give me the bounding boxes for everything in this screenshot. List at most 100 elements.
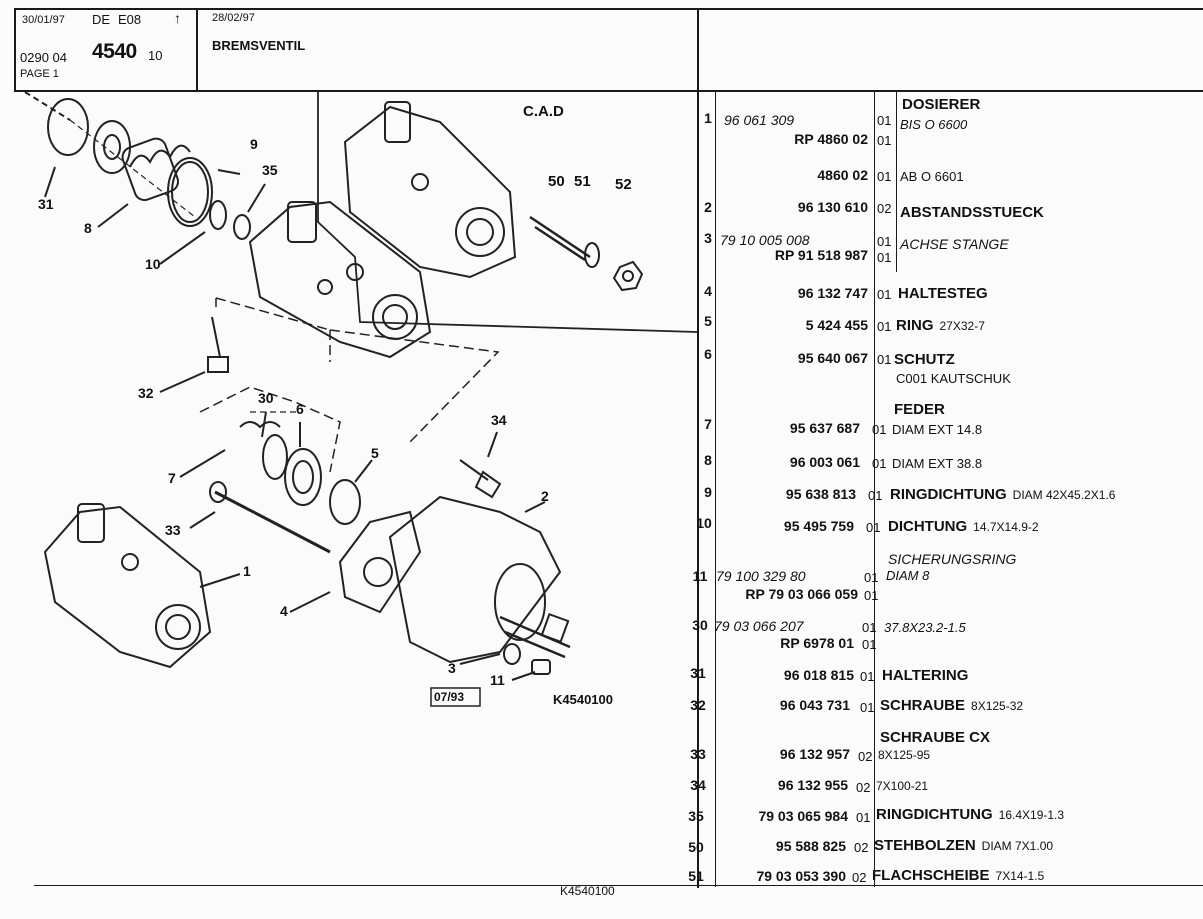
callout-50: 50 (548, 173, 565, 190)
part-31-shape (47, 98, 89, 156)
col-rule-desc (896, 92, 897, 272)
callout-34: 34 (491, 412, 507, 428)
callout-11: 11 (490, 672, 505, 688)
part-num: 4 (704, 283, 712, 299)
part-qty: 01 (862, 637, 877, 652)
part-num: 9 (704, 484, 712, 500)
part-qty: 01 (877, 250, 892, 265)
part-qty: 01 (877, 352, 892, 367)
header-ref-suffix: 10 (148, 48, 163, 63)
callout-8: 8 (84, 220, 92, 236)
part-desc-main: RINGDICHTUNG (876, 806, 993, 823)
marker-icon: ↑ (174, 10, 181, 26)
callout-52: 52 (615, 176, 632, 193)
part-desc: C001 KAUTSCHUK (896, 371, 1011, 386)
part-desc-main: FLACHSCHEIBE (872, 867, 990, 884)
part-number: 4860 02 (817, 167, 868, 183)
part-desc: ACHSE STANGE (900, 236, 1009, 252)
part-desc: FEDER (894, 401, 945, 418)
header-page: PAGE 1 (20, 68, 59, 80)
part-qty: 01 (860, 700, 875, 715)
part-desc: DIAM EXT 38.8 (892, 456, 983, 471)
callout-33: 33 (165, 522, 181, 538)
date-box: 07/93 (434, 690, 465, 704)
part-number: 5 424 455 (805, 317, 868, 333)
part-num: 33 (690, 746, 706, 762)
part-number: RP 6978 01 (780, 635, 854, 651)
part-number: 95 640 067 (797, 350, 868, 366)
header-bottom-rule-right (697, 90, 1203, 92)
part-number: 79 03 053 390 (756, 868, 846, 884)
part-number: 96 132 955 (777, 777, 848, 793)
part-num: 51 (688, 868, 704, 884)
part-qty: 01 (877, 287, 892, 302)
part-desc: DOSIERER (902, 96, 981, 113)
part-desc: AB O 6601 (900, 169, 964, 184)
part-number: 79 100 329 80 (716, 568, 806, 584)
callout-9: 9 (250, 136, 258, 152)
part-desc: SICHERUNGSRING (888, 551, 1017, 567)
part-number: 95 588 825 (775, 838, 846, 854)
part-qty: 02 (858, 749, 873, 764)
header-divider (196, 8, 198, 90)
frame-top (14, 8, 1203, 10)
part-desc-sub: 7X14-1.5 (995, 869, 1045, 883)
part-number: 96 130 610 (797, 199, 868, 215)
part-number: 96 003 061 (789, 454, 860, 470)
part-number: 96 018 815 (783, 667, 854, 683)
part-qty: 01 (877, 319, 892, 334)
callout-5: 5 (371, 445, 379, 461)
diagram-ref-code: K4540100 (553, 692, 613, 707)
header-lang: DE (92, 12, 111, 27)
part-desc-main: RINGDICHTUNG (890, 486, 1007, 503)
part-qty: 02 (877, 201, 892, 216)
part-desc: DIAM EXT 14.8 (892, 422, 983, 437)
part-number: 79 03 066 207 (714, 618, 804, 634)
part-desc-sub: 27X32-7 (939, 319, 985, 333)
callout-35: 35 (262, 162, 278, 178)
part-desc: HALTESTEG (898, 285, 988, 302)
part-number: 96 132 957 (779, 746, 850, 762)
part-qty: 01 (877, 113, 892, 128)
part-number: 96 061 309 (724, 112, 795, 128)
part-desc: DIAM 8 (886, 568, 930, 583)
part-desc: 37.8X23.2-1.5 (884, 620, 966, 635)
callout-6: 6 (296, 401, 304, 417)
col-rule-qty (874, 92, 875, 887)
part-qty: 01 (877, 234, 892, 249)
part-desc: BIS O 6600 (900, 117, 968, 132)
frame-left-top (14, 8, 16, 90)
frame-bottom (34, 885, 1203, 886)
header-ref-main: 4540 (92, 40, 137, 63)
callout-1: 1 (243, 563, 251, 579)
part-qty: 01 (864, 570, 879, 585)
part-desc: RING 27X32-7 (896, 317, 985, 334)
part-num: 5 (704, 313, 712, 329)
part-desc: 7X100-21 (876, 779, 929, 793)
part-qty: 01 (877, 133, 892, 148)
part-qty: 01 (866, 520, 881, 535)
callout-2: 2 (541, 488, 549, 504)
part-desc-main: SCHRAUBE (880, 697, 966, 714)
part-num: 34 (690, 777, 706, 793)
part-desc-sub: DIAM 42X45.2X1.6 (1012, 488, 1116, 502)
col-rule-num (715, 92, 716, 887)
main-divider (697, 8, 699, 888)
part-number: RP 91 518 987 (774, 247, 868, 263)
part-num: 8 (704, 452, 712, 468)
part-desc: SCHRAUBE CX (880, 729, 991, 746)
header-ref-prefix: 0290 04 (20, 50, 67, 65)
part-desc: RINGDICHTUNG DIAM 42X45.2X1.6 (890, 486, 1115, 503)
callout-32: 32 (138, 385, 154, 401)
header-title: BREMSVENTIL (212, 38, 306, 53)
header-bottom-rule (14, 90, 697, 92)
part-num: 1 (704, 110, 712, 126)
callout-7: 7 (168, 470, 176, 486)
callout-4: 4 (280, 603, 288, 619)
part-desc-main: RING (896, 317, 934, 334)
part-num: 10 (696, 515, 712, 531)
header-date1: 30/01/97 (22, 14, 65, 26)
part-number: 95 638 813 (785, 486, 856, 502)
